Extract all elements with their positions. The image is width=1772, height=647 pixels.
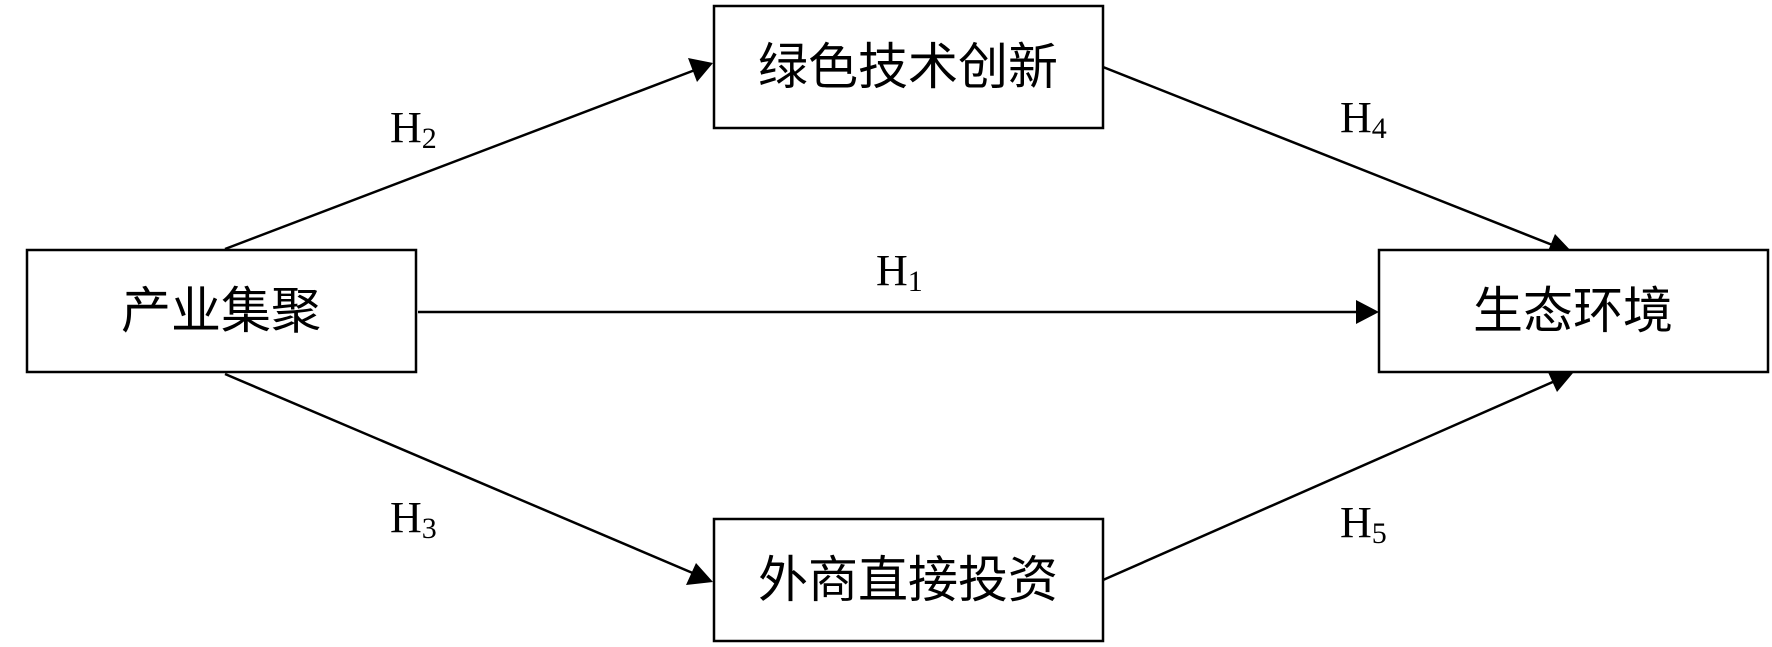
edge-label-h2: H2 — [390, 103, 437, 155]
node-box-ecological-environment — [1377, 248, 1770, 374]
edge-label-h3-sub: 3 — [422, 512, 437, 545]
edge-label-h1-main: H — [876, 246, 908, 295]
node-box-fdi — [712, 517, 1105, 643]
edge-label-h5: H5 — [1340, 498, 1387, 550]
edge-h4 — [1102, 65, 1573, 256]
arrow-head-h3 — [686, 563, 713, 585]
edge-label-h5-main: H — [1340, 498, 1372, 547]
arrow-head-h2 — [688, 58, 713, 82]
edge-label-h2-sub: 2 — [422, 122, 437, 155]
arrow-line-h2 — [224, 68, 696, 251]
node-green-tech-innovation: 绿色技术创新 — [712, 4, 1105, 130]
edge-h2 — [224, 58, 713, 251]
arrow-line-h4 — [1102, 65, 1556, 248]
node-box-green-tech-innovation — [712, 4, 1105, 130]
edge-label-h1-sub: 1 — [908, 265, 923, 298]
edge-h3 — [224, 372, 713, 585]
edge-label-h4-sub: 4 — [1372, 112, 1387, 145]
node-ecological-environment: 生态环境 — [1377, 248, 1770, 374]
edge-label-h4-main: H — [1340, 93, 1372, 142]
edge-label-h3: H3 — [390, 493, 437, 545]
arrow-line-h3 — [224, 372, 696, 576]
node-box-industrial-agglomeration — [25, 248, 418, 374]
node-label-fdi: 外商直接投资 — [758, 551, 1058, 609]
edge-h1 — [418, 300, 1379, 324]
arrow-head-h5 — [1547, 370, 1573, 392]
arrow-head-h1 — [1356, 300, 1379, 324]
arrow-line-h5 — [1102, 379, 1556, 582]
edge-h5 — [1102, 370, 1573, 582]
node-fdi: 外商直接投资 — [712, 517, 1105, 643]
edge-label-h3-main: H — [390, 493, 422, 542]
node-label-industrial-agglomeration: 产业集聚 — [121, 282, 321, 340]
edge-label-h4: H4 — [1340, 93, 1387, 145]
edge-label-h1: H1 — [876, 246, 923, 298]
node-industrial-agglomeration: 产业集聚 — [25, 248, 418, 374]
edge-label-h5-sub: 5 — [1372, 517, 1387, 550]
node-label-ecological-environment: 生态环境 — [1473, 282, 1673, 340]
edge-label-h2-main: H — [390, 103, 422, 152]
node-label-green-tech-innovation: 绿色技术创新 — [758, 38, 1058, 96]
